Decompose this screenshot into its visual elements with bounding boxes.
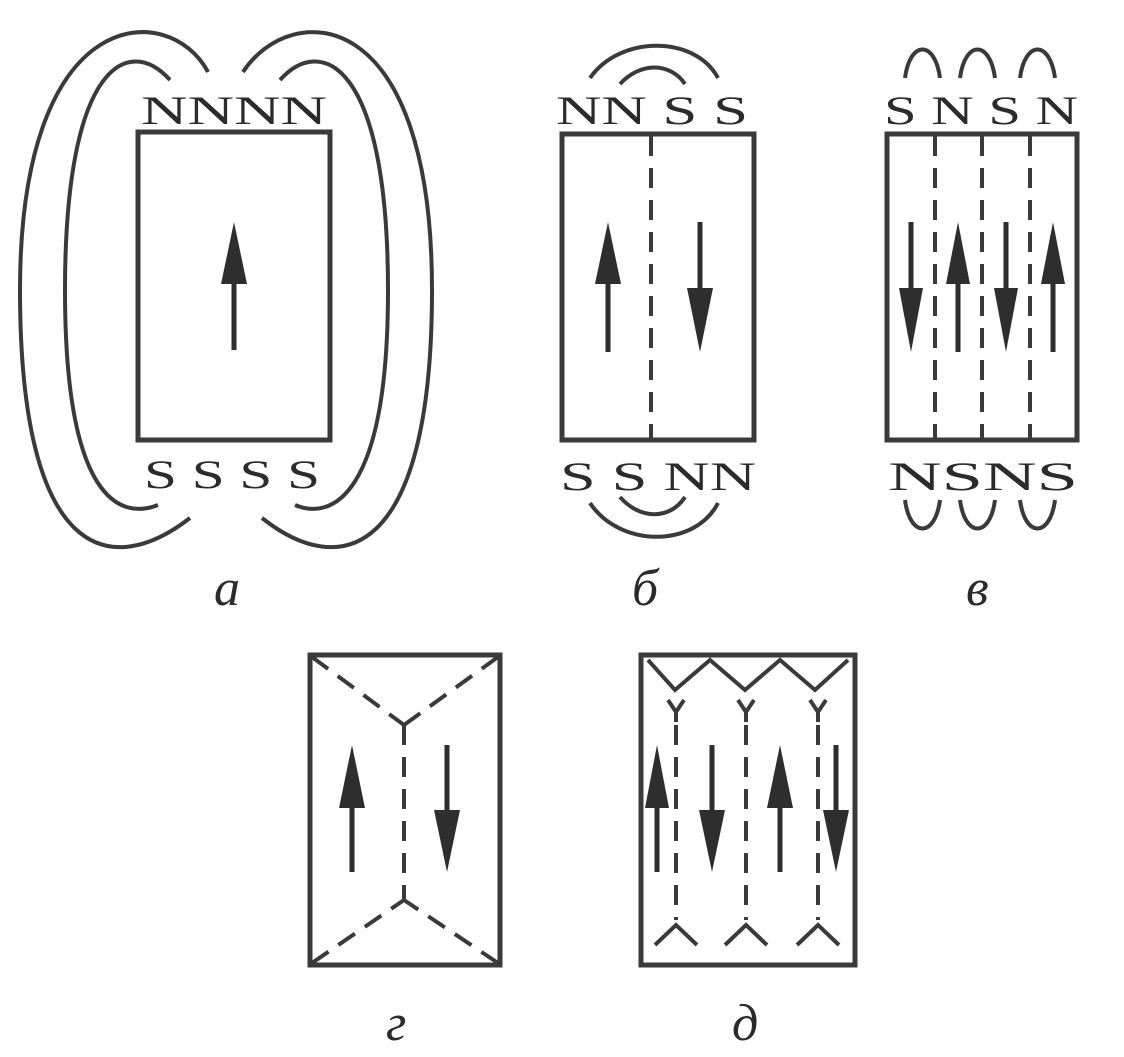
- top-poles-label: NN S S: [556, 88, 748, 133]
- junction-2: [736, 698, 756, 722]
- magnetization-arrow-down-1-head: [899, 288, 923, 352]
- domain-box: [559, 131, 757, 443]
- field-line-bottom-3: [1018, 499, 1057, 531]
- field-line-top-outer: [588, 43, 720, 80]
- panel-b: NN S S S S NN б: [556, 43, 757, 617]
- panel-caption: д: [732, 995, 758, 1052]
- closure-domains-bottom-1: [653, 922, 699, 947]
- magnetization-arrow-up-head: [595, 222, 621, 284]
- field-line-top-2: [958, 47, 997, 79]
- closure-domains-bottom-2: [723, 922, 769, 947]
- panel-a: NNNN S S S S a: [17, 30, 435, 617]
- field-line-top-3: [1018, 47, 1057, 79]
- field-line-top-1: [903, 47, 942, 79]
- closure-domains-bottom-3: [795, 922, 841, 947]
- magnetization-arrow-down-head: [434, 810, 460, 872]
- magnetization-arrow-up-head: [339, 745, 365, 808]
- magnetization-arrow-up-2-head: [767, 745, 793, 808]
- bottom-poles-label: S S NN: [560, 454, 756, 499]
- closure-domains-top: [646, 657, 850, 693]
- panel-g: г: [307, 652, 503, 1052]
- field-line-right-outer: [241, 30, 435, 550]
- closure-wall-top-left: [310, 655, 406, 727]
- junction-3: [808, 698, 828, 722]
- magnetization-arrow-up-1-head: [645, 745, 669, 808]
- panel-d: д: [638, 652, 858, 1052]
- panel-caption: в: [966, 560, 989, 617]
- bottom-poles-label: NSNS: [888, 454, 1078, 499]
- panel-caption: a: [214, 560, 240, 617]
- domain-box: [135, 129, 333, 443]
- top-poles-label: S N S N: [884, 88, 1078, 133]
- field-line-right-inner: [278, 59, 391, 511]
- bottom-poles-label: S S S S: [144, 452, 320, 497]
- closure-wall-bottom-left: [310, 898, 406, 965]
- field-line-bottom-outer: [588, 501, 720, 539]
- panel-caption: г: [386, 995, 406, 1052]
- magnetization-arrow-down-2-head: [823, 810, 849, 872]
- field-line-top-inner: [618, 65, 687, 86]
- junction-1: [666, 698, 686, 722]
- magnetization-arrow-down-1-head: [699, 810, 725, 872]
- field-line-left-outer: [17, 30, 210, 550]
- magnetization-arrow-down-head: [687, 288, 713, 352]
- magnetization-arrow-up-1-head: [946, 222, 970, 284]
- field-line-left-inner: [62, 59, 172, 511]
- closure-wall-top-right: [402, 655, 500, 727]
- field-line-bottom-inner: [618, 495, 687, 517]
- magnetization-arrow-down-2-head: [994, 288, 1018, 352]
- panel-v: S N S N NSNS в: [884, 47, 1080, 617]
- top-poles-label: NNNN: [141, 88, 327, 133]
- panel-caption: б: [632, 560, 660, 617]
- domain-box: [307, 652, 503, 968]
- field-line-bottom-2: [958, 499, 997, 531]
- magnetization-arrow-up-2-head: [1041, 222, 1065, 284]
- domain-box: [638, 652, 858, 968]
- field-line-bottom-1: [903, 499, 942, 531]
- closure-wall-bottom-right: [402, 898, 500, 965]
- magnetization-arrow-head: [221, 222, 247, 284]
